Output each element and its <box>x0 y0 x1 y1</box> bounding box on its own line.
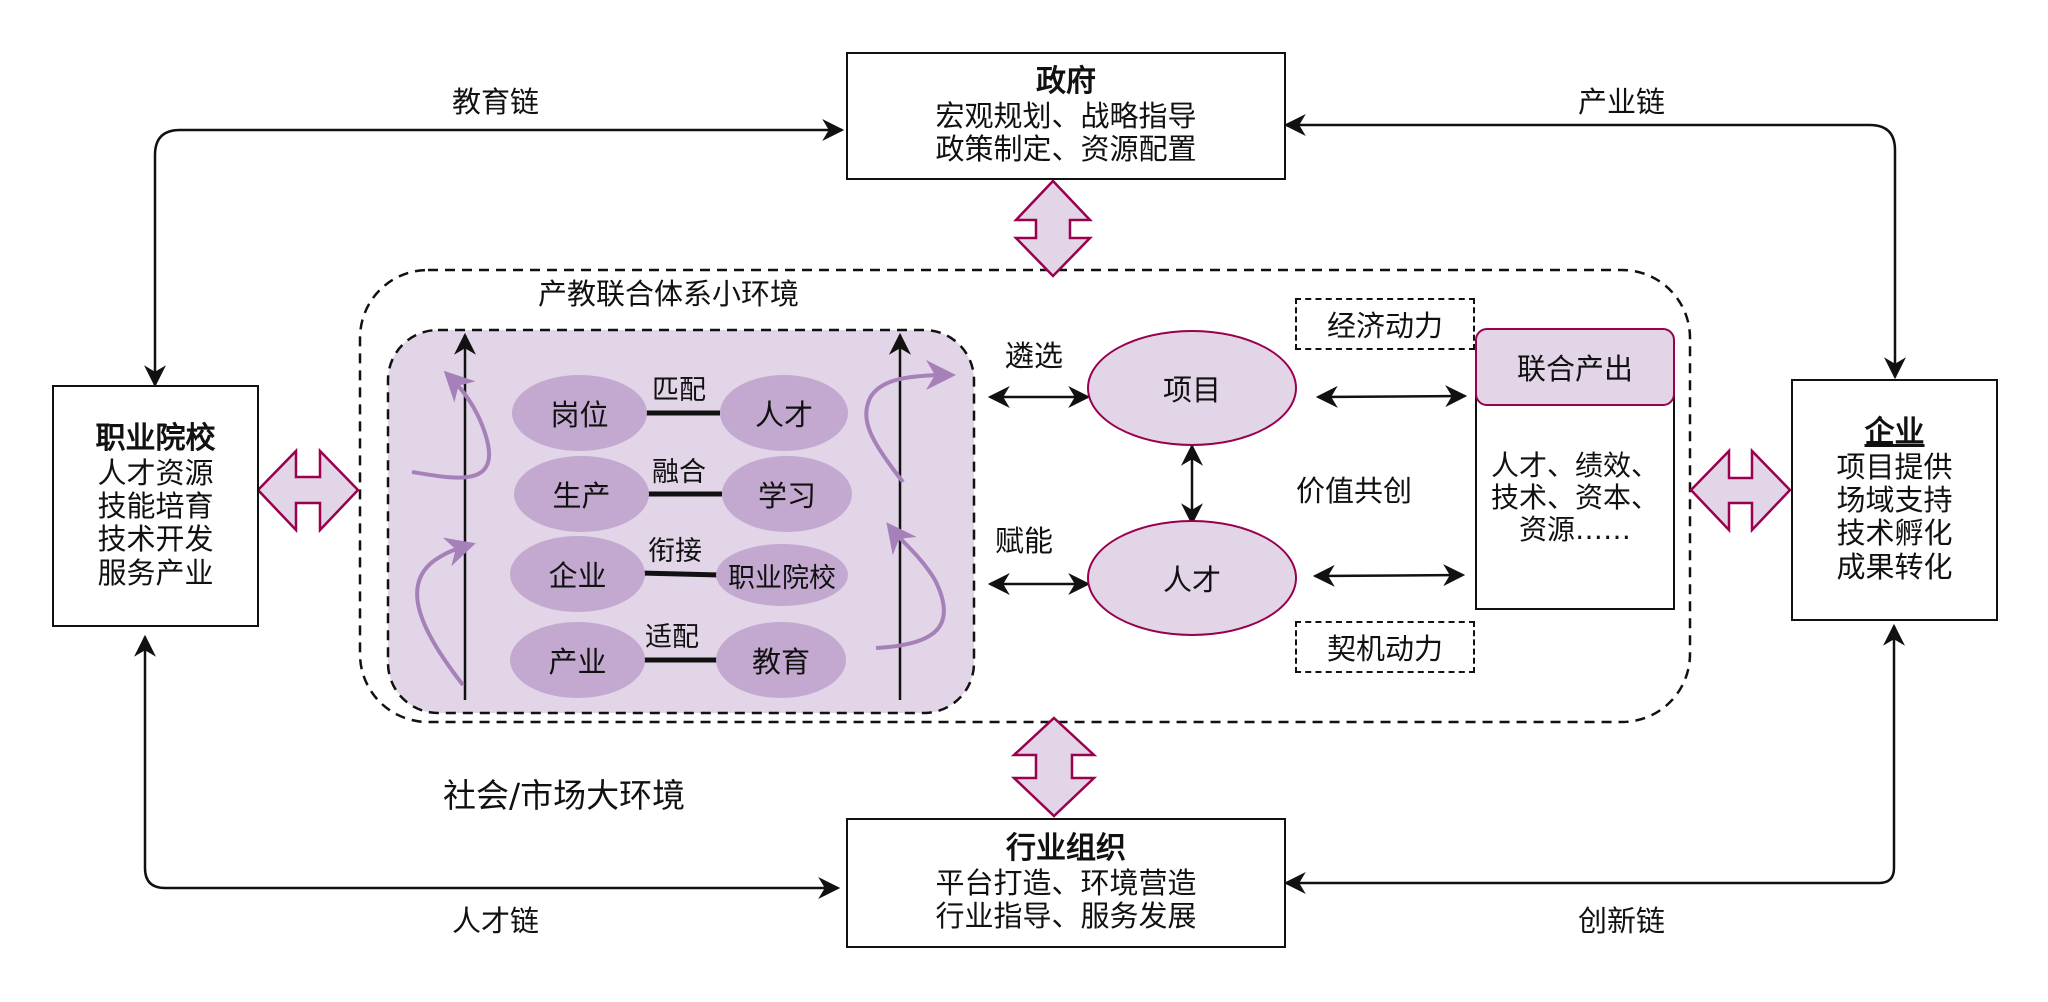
vocational-school-line-4: 服务产业 <box>97 555 214 590</box>
joint-output-line-2: 技术、资本、 <box>1490 480 1659 514</box>
pair-relation-label: 匹配 <box>652 375 706 406</box>
vocational-school-box: 职业院校 人才资源 技能培育 技术开发 服务产业 <box>52 385 259 627</box>
talent-ellipse: 人才 <box>1087 520 1297 636</box>
pair-relation-label: 融合 <box>652 457 706 488</box>
industry-org-line-1: 平台打造、环境营造 <box>935 865 1197 900</box>
pair-relation-label: 衔接 <box>648 536 702 567</box>
gov-env-double-arrow <box>1013 179 1093 278</box>
enterprise-line-3: 技术孵化 <box>1836 516 1953 551</box>
education-chain-label: 教育链 <box>452 85 540 119</box>
vocational-school-line-2: 技能培育 <box>97 488 214 523</box>
env-enterprise-double-arrow <box>1689 447 1792 534</box>
enterprise-title: 企业 <box>1864 415 1925 451</box>
pair-left-ellipse: 岗位 <box>512 375 647 451</box>
large-environment-label: 社会/市场大环境 <box>443 776 686 815</box>
select-label: 遴选 <box>1005 339 1064 373</box>
project-output-arrow <box>1315 385 1468 408</box>
pair-left-ellipse: 产业 <box>510 622 645 698</box>
curved-arrow-right-top <box>864 360 956 484</box>
economic-driver-box: 经济动力 <box>1295 298 1475 350</box>
talent-chain-arrow <box>134 634 841 899</box>
small-environment-boundary <box>358 268 1692 724</box>
pair-left-ellipse: 生产 <box>514 456 649 532</box>
curved-arrow-right-bottom <box>875 522 946 650</box>
government-line-1: 宏观规划、战略指导 <box>935 98 1197 133</box>
enterprise-line-2: 场域支持 <box>1836 482 1953 517</box>
innovation-chain-arrow <box>1283 623 1905 894</box>
education-chain-arrow <box>144 119 845 388</box>
pair-left-ellipse: 企业 <box>510 536 645 612</box>
env-industry-double-arrow <box>1010 716 1098 818</box>
enterprise-box: 企业 项目提供 场域支持 技术孵化 成果转化 <box>1791 379 1998 621</box>
vocational-school-title: 职业院校 <box>95 421 216 457</box>
pair-right-ellipse: 教育 <box>716 622 846 698</box>
pair-right-ellipse: 职业院校 <box>716 544 848 606</box>
joint-output-line-3: 资源…… <box>1518 513 1631 547</box>
talent-chain-label: 人才链 <box>452 904 540 938</box>
enterprise-line-1: 项目提供 <box>1836 449 1953 484</box>
industry-chain-arrow <box>1283 114 1906 380</box>
vocational-school-line-3: 技术开发 <box>97 522 214 557</box>
industry-org-line-2: 行业指导、服务发展 <box>935 899 1197 934</box>
value-co-creation-label: 价值共创 <box>1296 474 1413 508</box>
empower-label: 赋能 <box>995 524 1054 558</box>
pair-relation-label: 适配 <box>645 622 699 653</box>
joint-output-title-box: 联合产出 <box>1475 328 1675 406</box>
government-title: 政府 <box>1036 64 1096 100</box>
curved-arrow-left-bottom <box>415 537 476 687</box>
industry-org-box: 行业组织 平台打造、环境营造 行业指导、服务发展 <box>846 818 1286 948</box>
joint-output-line-1: 人才、绩效、 <box>1490 448 1659 482</box>
joint-output-box: 人才、绩效、 技术、资本、 资源…… <box>1475 378 1675 610</box>
pair-right-ellipse: 人才 <box>720 375 848 451</box>
enterprise-line-4: 成果转化 <box>1836 549 1953 584</box>
innovation-chain-label: 创新链 <box>1578 904 1666 938</box>
government-line-2: 政策制定、资源配置 <box>935 132 1197 167</box>
curved-arrow-left-top <box>411 370 492 480</box>
government-box: 政府 宏观规划、战略指导 政策制定、资源配置 <box>846 52 1286 180</box>
opportunity-driver-box: 契机动力 <box>1295 621 1475 673</box>
small-environment-label: 产教联合体系小环境 <box>538 277 800 311</box>
pair-right-ellipse: 学习 <box>722 456 852 532</box>
project-ellipse: 项目 <box>1087 330 1297 446</box>
school-env-double-arrow <box>256 447 360 534</box>
talent-output-arrow <box>1312 564 1466 587</box>
industry-chain-label: 产业链 <box>1578 85 1666 119</box>
industry-org-title: 行业组织 <box>1006 831 1126 867</box>
pair-line-3 <box>639 570 721 578</box>
vocational-school-line-1: 人才资源 <box>97 455 214 490</box>
